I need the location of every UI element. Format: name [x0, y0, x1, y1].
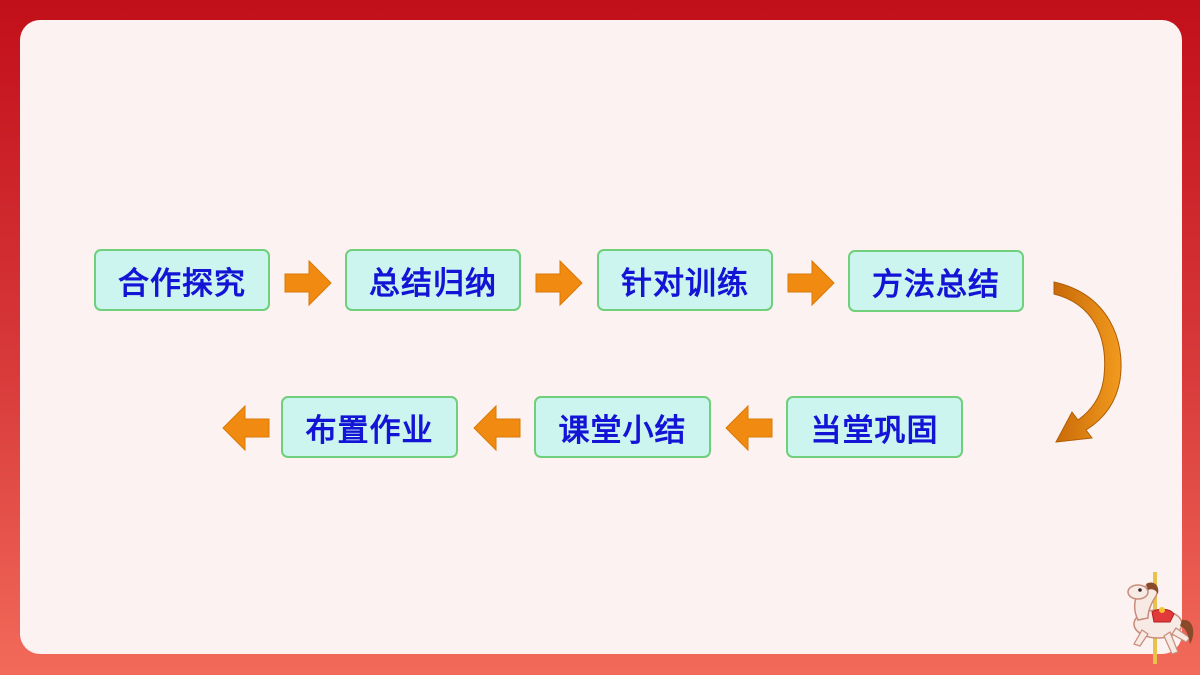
step-consolidation: 当堂巩固: [786, 396, 963, 458]
arrow-left-icon: [222, 404, 270, 452]
content-panel: [20, 20, 1182, 654]
arrow-right-icon: [787, 259, 835, 307]
arrow-right-icon: [284, 259, 332, 307]
curved-arrow-icon: [1053, 281, 1122, 443]
arrow-left-icon: [473, 404, 521, 452]
step-cooperative-inquiry: 合作探究: [94, 249, 270, 311]
step-targeted-training: 针对训练: [597, 249, 773, 311]
arrow-right-icon: [535, 259, 583, 307]
arrow-left-icon: [725, 404, 773, 452]
step-summary: 总结归纳: [345, 249, 521, 311]
step-method-summary: 方法总结: [848, 250, 1024, 312]
step-assign-homework: 布置作业: [281, 396, 458, 458]
step-class-summary: 课堂小结: [534, 396, 711, 458]
carousel-horse-icon: [1127, 572, 1194, 664]
